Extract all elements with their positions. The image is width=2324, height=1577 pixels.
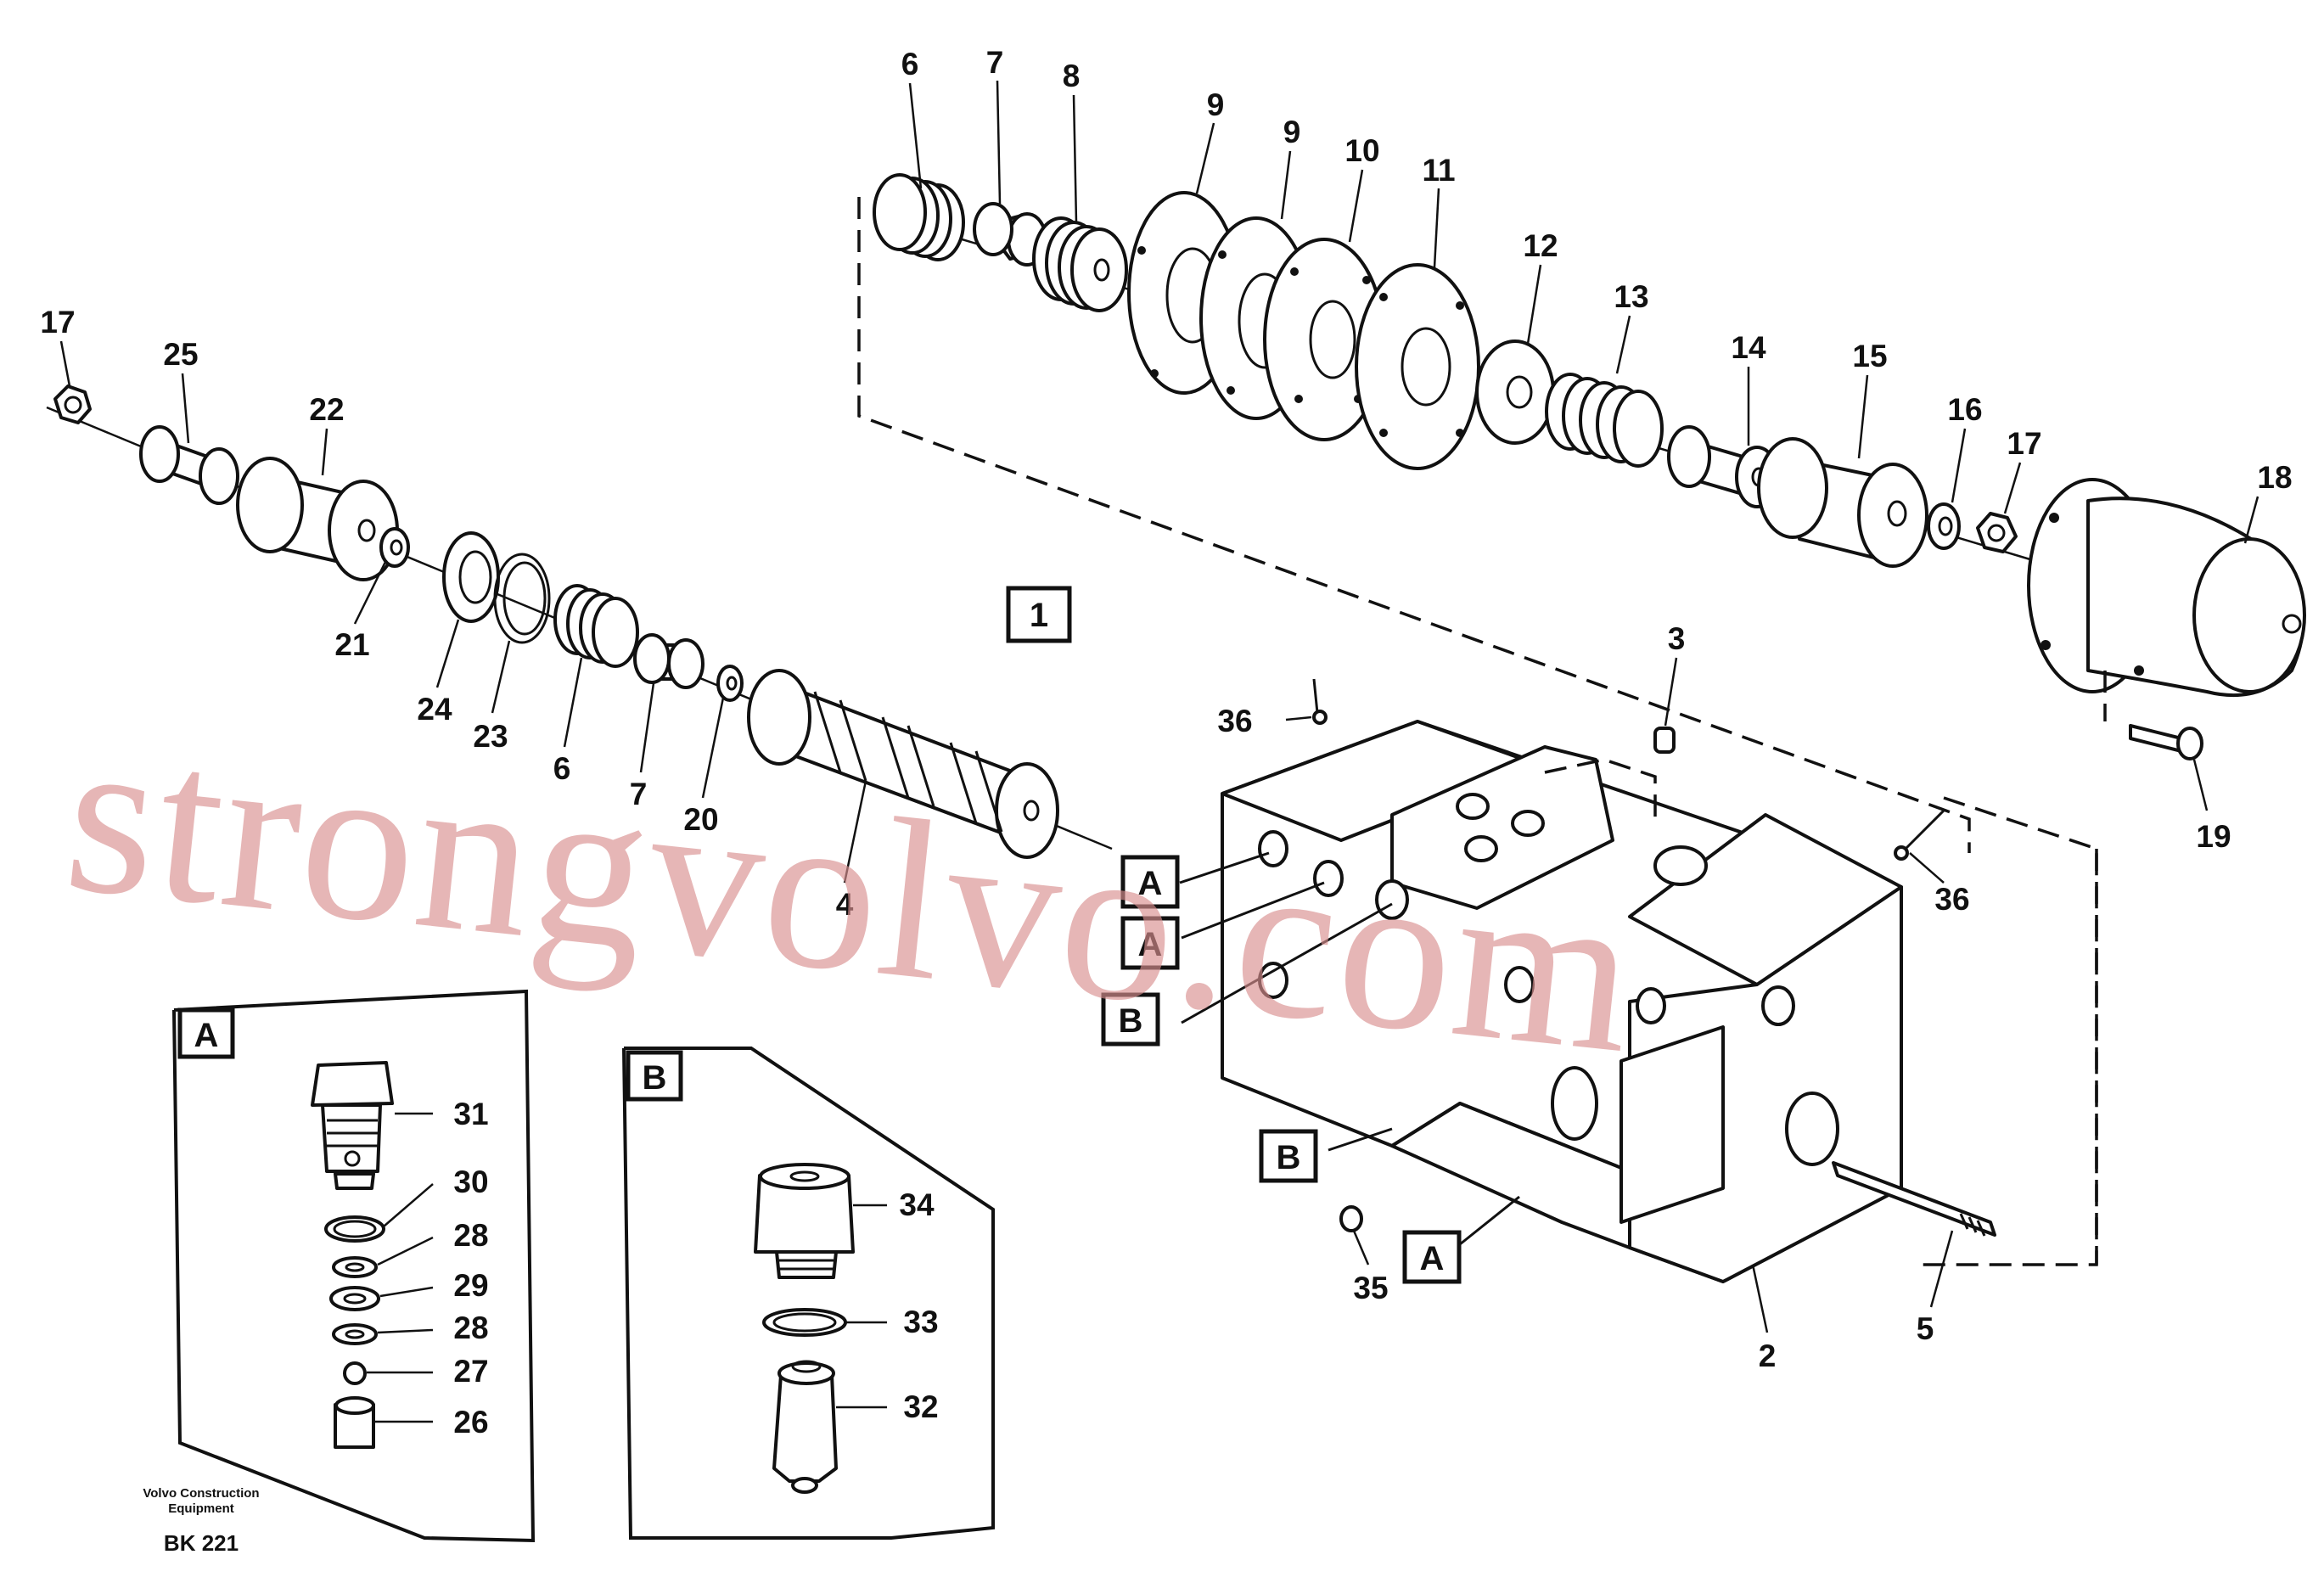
part-2-valve-body	[1221, 720, 1903, 1283]
part-4-spool	[747, 669, 1059, 859]
callout-24: 24	[417, 692, 452, 727]
part-3-plug	[1653, 727, 1676, 754]
inset-a-detail: A 31 30 28 29 28 27 26	[172, 989, 536, 1543]
part-16-washer	[1927, 502, 1961, 550]
part-24-seal	[442, 531, 500, 623]
callout-10: 10	[1344, 133, 1379, 168]
part-20-washer	[716, 665, 744, 702]
svg-text:B: B	[1119, 1002, 1143, 1040]
callout-33: 33	[903, 1305, 938, 1339]
svg-text:1: 1	[1030, 597, 1048, 634]
callout-6: 6	[553, 751, 571, 786]
part-15-cap	[1757, 437, 1928, 568]
callout-22: 22	[309, 392, 344, 427]
callout-28: 28	[453, 1310, 488, 1345]
part-12-washer	[1475, 340, 1555, 445]
callout-31: 31	[453, 1097, 488, 1131]
callout-7: 7	[630, 777, 648, 811]
callout-2: 2	[1759, 1338, 1777, 1373]
callout-23: 23	[473, 719, 508, 754]
part-17-nut-upper	[1976, 512, 2018, 553]
part-7-sleeve-upper	[973, 202, 1047, 267]
svg-text:B: B	[643, 1059, 667, 1097]
svg-text:Equipment: Equipment	[168, 1501, 234, 1516]
callout-17: 17	[2007, 426, 2041, 461]
part-8-spring	[1032, 216, 1128, 312]
part-25-sleeve	[139, 425, 239, 505]
part-21-washer	[379, 527, 410, 568]
callout-7: 7	[986, 45, 1004, 80]
reference-code: BK 221	[164, 1530, 239, 1556]
part-17-nut-left	[53, 384, 92, 424]
callout-8: 8	[1063, 59, 1081, 93]
part-18-cover	[2027, 478, 2306, 698]
publisher-block: Volvo Construction Equipment BK 221	[143, 1486, 259, 1556]
callout-20: 20	[683, 802, 718, 837]
callout-35: 35	[1353, 1271, 1388, 1305]
callout-26: 26	[453, 1405, 488, 1440]
callout-29: 29	[453, 1268, 488, 1303]
callout-4: 4	[836, 887, 854, 922]
callout-21: 21	[334, 627, 369, 662]
callout-27: 27	[453, 1354, 488, 1389]
svg-text:A: A	[1138, 865, 1163, 902]
callout-34: 34	[899, 1187, 935, 1222]
callout-15: 15	[1852, 339, 1887, 373]
detail-ref-box-b2: B	[1259, 1129, 1318, 1183]
callout-9: 9	[1207, 87, 1225, 122]
leader-lines	[59, 80, 2259, 1333]
svg-text:A: A	[1420, 1240, 1445, 1277]
part-5-rod	[1832, 1161, 1996, 1237]
callout-13: 13	[1614, 279, 1648, 314]
section-label-box: 1	[1006, 586, 1072, 643]
svg-text:B: B	[1277, 1139, 1301, 1176]
assembly-dashed-frame	[857, 197, 1971, 853]
callout-30: 30	[453, 1165, 488, 1199]
part-6-spring-lower	[553, 584, 639, 668]
svg-text:A: A	[194, 1017, 219, 1054]
detail-ref-box-b1: B	[1101, 992, 1160, 1047]
callout-19: 19	[2196, 819, 2231, 854]
detail-ref-box-a3: A	[1402, 1230, 1462, 1284]
callout-11: 11	[1422, 153, 1455, 188]
callout-16: 16	[1947, 392, 1982, 427]
callout-5: 5	[1917, 1311, 1934, 1346]
callout-28: 28	[453, 1218, 488, 1253]
part-35-plug	[1339, 1205, 1363, 1232]
part-11-flange	[1355, 263, 1480, 470]
callout-17: 17	[40, 305, 75, 340]
svg-text:Volvo Construction: Volvo Construction	[143, 1486, 259, 1501]
part-6-spring-upper	[873, 173, 965, 261]
callout-14: 14	[1731, 330, 1766, 365]
callout-32: 32	[903, 1389, 938, 1424]
callout-9: 9	[1283, 115, 1301, 149]
inset-b-detail: B 34 33 32	[622, 1047, 995, 1540]
assembly-dashed-frame-right	[1918, 796, 2098, 1266]
part-36-pin-left	[1312, 678, 1328, 725]
part-22-cap	[236, 457, 399, 581]
callout-18: 18	[2257, 460, 2292, 495]
svg-text:A: A	[1138, 926, 1163, 963]
detail-ref-box-a1: A	[1120, 855, 1180, 909]
detail-arrows	[1179, 851, 1520, 1249]
callout-6: 6	[901, 47, 919, 81]
part-23-ring	[493, 553, 551, 644]
callout-36: 36	[1217, 704, 1252, 738]
callout-numbers: 6 7 8 9 9 10 11 12 13 14 15 16 17 18 19 …	[40, 45, 2292, 1373]
callout-25: 25	[163, 337, 198, 372]
part-7-sleeve-lower	[633, 633, 704, 689]
detail-ref-box-a2: A	[1120, 916, 1180, 970]
callout-3: 3	[1668, 621, 1686, 656]
part-19-screw	[2103, 671, 2203, 760]
callout-36: 36	[1934, 882, 1969, 917]
part-13-spring	[1545, 373, 1664, 468]
callout-12: 12	[1523, 228, 1558, 263]
part-36-pin-right	[1894, 809, 1945, 861]
